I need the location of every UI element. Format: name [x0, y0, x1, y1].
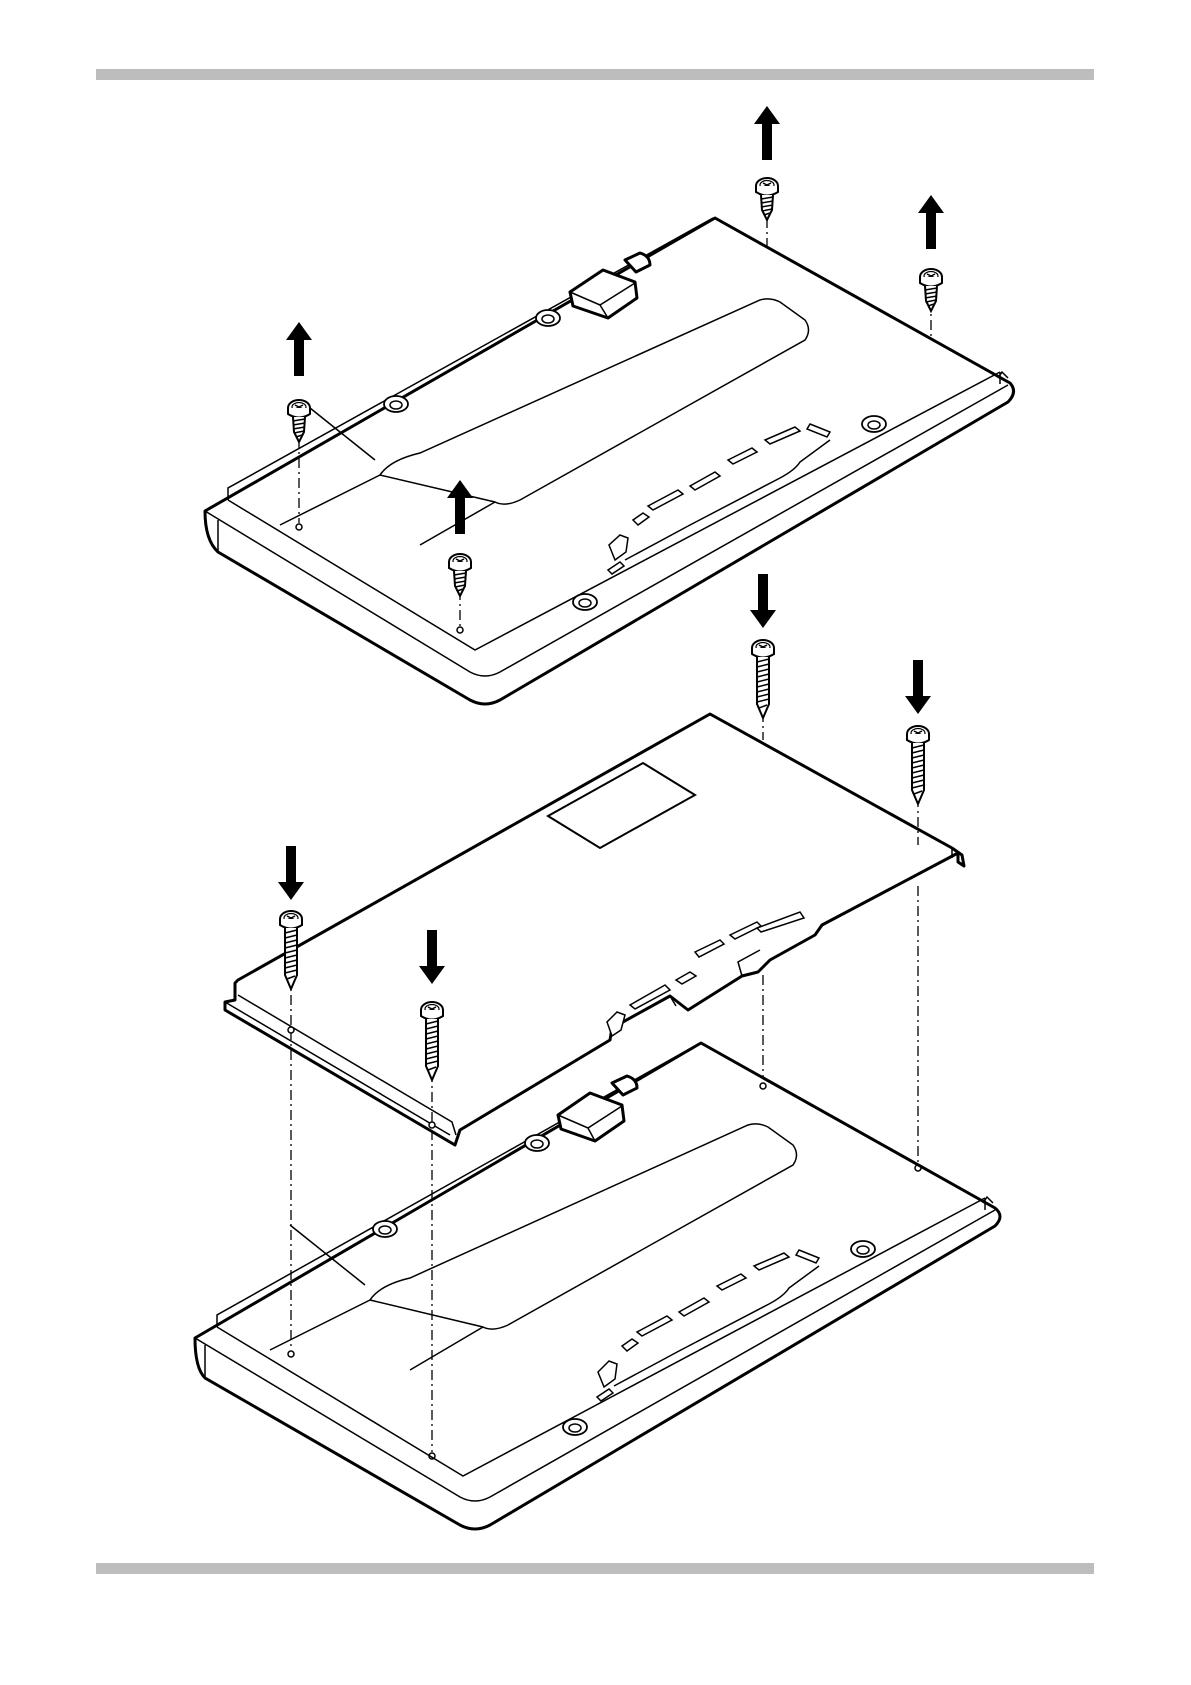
- arrow-up-icon: [286, 322, 312, 376]
- upper-housing: [205, 218, 1014, 704]
- screw-icon: [920, 269, 942, 311]
- arrow-down-icon: [750, 574, 776, 628]
- screw-icon: [288, 400, 310, 442]
- arrow-down-icon: [905, 660, 931, 714]
- screw-icon: [907, 726, 929, 804]
- lower-housing: [195, 1043, 1000, 1529]
- screw-icon: [756, 178, 778, 220]
- cover-plate: [225, 714, 964, 1145]
- screw-icon: [752, 640, 774, 718]
- arrow-down-icon: [278, 846, 304, 900]
- arrow-up-icon: [918, 195, 944, 249]
- arrow-up-icon: [754, 106, 780, 160]
